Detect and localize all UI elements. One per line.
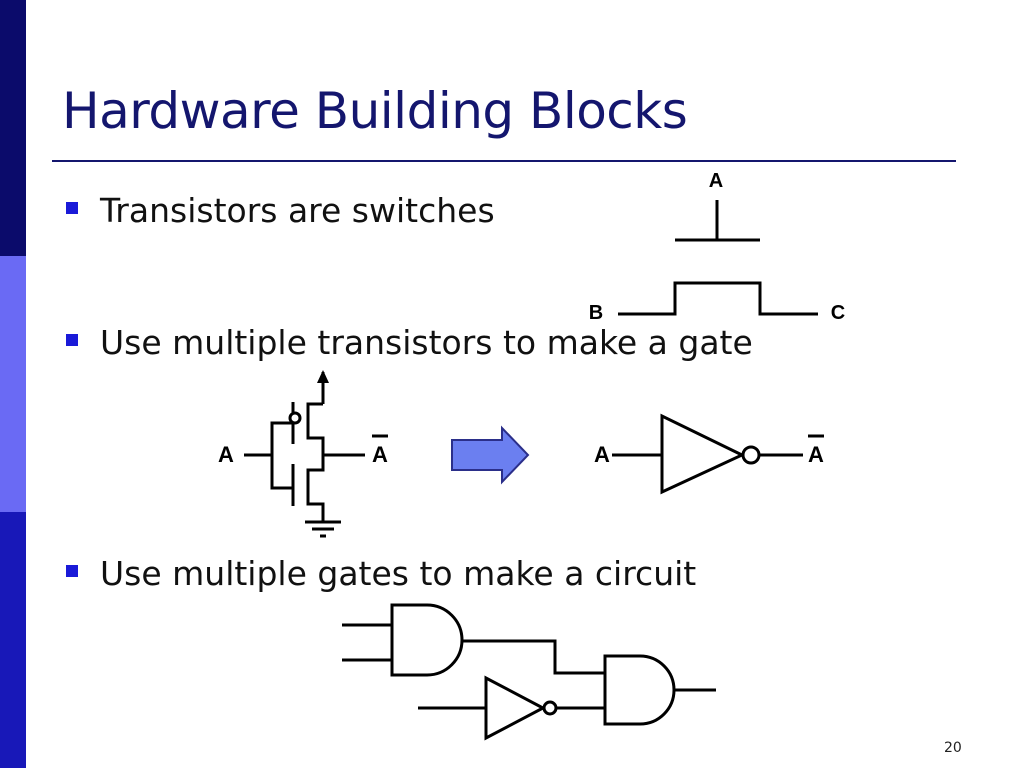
and-gate-2 <box>603 654 676 726</box>
inverter-triangle <box>660 413 746 495</box>
transistor-source-label: B <box>589 302 603 324</box>
transistor-gate-label: A <box>709 170 723 192</box>
and-gate-1 <box>390 603 464 677</box>
bullet-text-transistors: Transistors are switches <box>100 191 495 230</box>
inverter-output-label: A <box>808 442 824 467</box>
and1-output-wire <box>462 639 605 675</box>
pmos-bubble-icon <box>288 411 302 425</box>
slide-title: Hardware Building Blocks <box>62 82 688 140</box>
sidebar-band-middle <box>0 256 26 512</box>
circuit-inverter-bubble-icon <box>542 700 558 716</box>
bullet-text-circuit: Use multiple gates to make a circuit <box>100 554 697 593</box>
transform-arrow-icon <box>451 425 530 485</box>
transistor-channel <box>618 281 818 316</box>
bullet-text-gate: Use multiple transistors to make a gate <box>100 323 753 362</box>
schematic-output-label: A <box>372 442 388 467</box>
inverter-input-label: A <box>594 442 610 467</box>
page-number: 20 <box>944 740 962 756</box>
inverter-bubble-icon <box>741 445 761 465</box>
gate-connection <box>270 421 293 490</box>
bullet-square-icon <box>66 334 78 346</box>
cmos-inverter-schematic <box>244 370 365 538</box>
transistor-drain-label: C <box>831 302 845 324</box>
bullet-square-icon <box>66 202 78 214</box>
circuit-inverter-triangle <box>484 675 547 741</box>
sidebar-band-top <box>0 0 26 256</box>
bullet-square-icon <box>66 565 78 577</box>
transistor-stack <box>306 402 325 522</box>
sidebar-band-bottom <box>0 512 26 768</box>
title-underline <box>52 160 956 162</box>
gate-circuit-diagram <box>342 603 716 741</box>
vdd-arrow-icon <box>317 370 329 383</box>
inverter-gate-symbol <box>612 413 803 495</box>
schematic-input-label: A <box>218 442 234 467</box>
transistor-switch-diagram <box>618 200 818 316</box>
